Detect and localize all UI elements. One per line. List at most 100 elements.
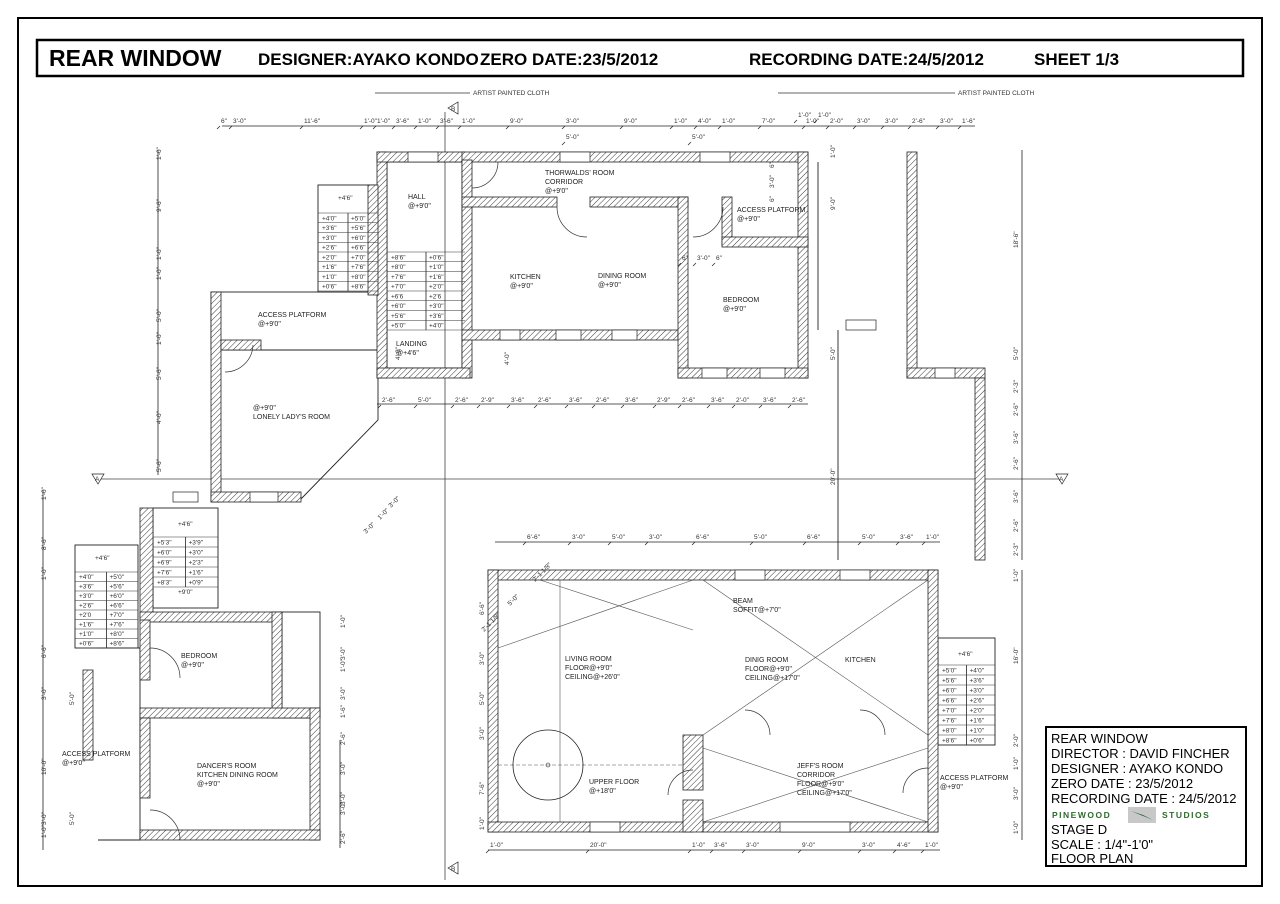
room-label-landing: LANDING	[396, 341, 427, 348]
wall	[974, 377, 986, 561]
room-label-bedroom-top: @+9'0"	[723, 306, 746, 313]
dimension-label: 1'-0"	[418, 118, 432, 125]
stair-tread-level: +8'0"	[391, 264, 406, 271]
dimension-tick	[476, 404, 481, 409]
stair-tread-level: +2'0	[79, 612, 92, 619]
stair-tread-level: +7'0"	[942, 708, 957, 715]
wall	[682, 734, 704, 791]
stair-tread-level: +3'0"	[429, 303, 444, 310]
room-label-beam: SOFFIT@+7'0"	[733, 607, 781, 614]
room-label-kitchen-top: @+9'0"	[510, 283, 533, 290]
dimension-label: 3'-6"	[1013, 430, 1020, 444]
dimension-label: 5'-0"	[506, 593, 521, 608]
dimension-label: 1'-0"	[156, 331, 163, 345]
dimension-label: 3'-6"	[569, 397, 583, 404]
dimension-label: 5'-0"	[566, 134, 580, 141]
stair-tread-level: +6'6"	[351, 245, 366, 252]
dimension-tick	[644, 541, 649, 546]
window	[779, 821, 851, 833]
dimension-label: 3'-6"	[1013, 489, 1020, 503]
door-swing	[692, 206, 724, 238]
wall	[797, 151, 809, 379]
dimension-label: 3'-0"	[387, 495, 402, 510]
dimension-label: 1'-0"	[376, 507, 391, 522]
stair-tread-level: +1'6"	[322, 264, 337, 271]
dimension-label: 1'-0"	[462, 118, 476, 125]
dimension-tick	[711, 262, 716, 267]
dimension-label: 5'-0"	[692, 134, 706, 141]
dimension-tick	[677, 404, 682, 409]
door-swing	[471, 161, 499, 189]
dimension-label: 5'-0"	[479, 691, 486, 705]
stair-tread-level: +3'6"	[322, 225, 337, 232]
stair-landing-level: +4'6"	[178, 521, 193, 528]
dimension-tick	[709, 849, 714, 854]
dimension-label: 2'-6"	[912, 118, 926, 125]
wall	[82, 669, 94, 761]
sheet-border	[17, 17, 1263, 887]
dimension-tick	[561, 141, 566, 146]
dimension-label: 9'-6"	[156, 198, 163, 212]
dimension-label: 4'-0"	[698, 118, 712, 125]
dimension-tick	[299, 125, 304, 130]
stair-tread-level: +5'0"	[391, 323, 406, 330]
dimension-tick	[880, 125, 885, 130]
stair-tread-level: +5'3"	[157, 540, 172, 547]
wall	[927, 569, 939, 833]
room-outlines	[42, 125, 1023, 851]
wall	[487, 569, 499, 833]
dimension-label: 2'-0"	[830, 118, 844, 125]
wall	[677, 196, 689, 379]
dimension-label: 16'-0"	[1013, 647, 1020, 664]
stair-tread-level: +7'6"	[157, 570, 172, 577]
dimension-tick	[692, 262, 697, 267]
stair-tread-level: +8'0"	[942, 728, 957, 735]
stair-tread-level: +2'6	[429, 293, 442, 300]
room-label-kitchen-top: KITCHEN	[510, 274, 541, 281]
dimension-label: 5'-0"	[156, 308, 163, 322]
dimension-label: 4'-0"	[504, 351, 511, 365]
room-label-corridor: THORWALDS' ROOM	[545, 170, 615, 177]
stair-tread-level: +3'0"	[970, 688, 985, 695]
room-label-hall: HALL	[408, 194, 426, 201]
wall	[139, 829, 321, 841]
room-label-upper-floor: UPPER FLOOR	[589, 779, 639, 786]
dimension-label: 6'-6"	[807, 534, 821, 541]
dimension-label: 1'-0"	[340, 658, 347, 672]
room-label-dining-top: DINING ROOM	[598, 273, 646, 280]
dimension-label: 4'-6"	[897, 842, 911, 849]
svg-text:A: A	[95, 476, 100, 483]
dimension-tick	[801, 125, 806, 130]
dimension-tick	[485, 849, 490, 854]
room-label-jeff: FLOOR@+9'0"	[797, 781, 844, 788]
svg-text:B: B	[451, 866, 455, 873]
wall	[309, 707, 321, 841]
dimension-label: 5'-0"	[418, 397, 432, 404]
stair-tread-level: +1'0"	[970, 728, 985, 735]
stair-tread-level: +0'6"	[970, 738, 985, 745]
room-label-lonely: LONELY LADY'S ROOM	[253, 414, 330, 421]
room-label-access-top: @+9'0"	[737, 216, 760, 223]
svg-text:STUDIOS: STUDIOS	[1162, 810, 1210, 820]
dimension-label: 3'-6"	[900, 534, 914, 541]
window	[759, 367, 786, 379]
stair-tread-level: +2'6"	[970, 698, 985, 705]
dimension-label: 2'-6"	[1013, 402, 1020, 416]
dimension-label: 6'-6"	[527, 534, 541, 541]
room-label-dinig: DINIG ROOM	[745, 657, 788, 664]
dimension-label: 6"	[716, 255, 723, 262]
dimension-tick	[228, 125, 233, 130]
stair-tread-level: +6'0"	[110, 593, 125, 600]
dimension-label: 3'-0"	[885, 118, 899, 125]
dimension-label: 6"	[769, 161, 776, 168]
dimension-label: 2'-0"	[736, 397, 750, 404]
stair-tread-level: +4'0"	[970, 668, 985, 675]
section-marker-b-top: B	[447, 101, 459, 115]
room-label-access-top: ACCESS PLATFORM	[737, 207, 805, 214]
dimension-label: 1'-0"	[1013, 568, 1020, 582]
window	[589, 821, 621, 833]
svg-text:PINEWOOD: PINEWOOD	[1052, 810, 1111, 820]
dimension-label: 1'-0"	[1013, 756, 1020, 770]
stair-tread-level: +5'0"	[110, 574, 125, 581]
stair-tread-level: +1'0"	[322, 274, 337, 281]
